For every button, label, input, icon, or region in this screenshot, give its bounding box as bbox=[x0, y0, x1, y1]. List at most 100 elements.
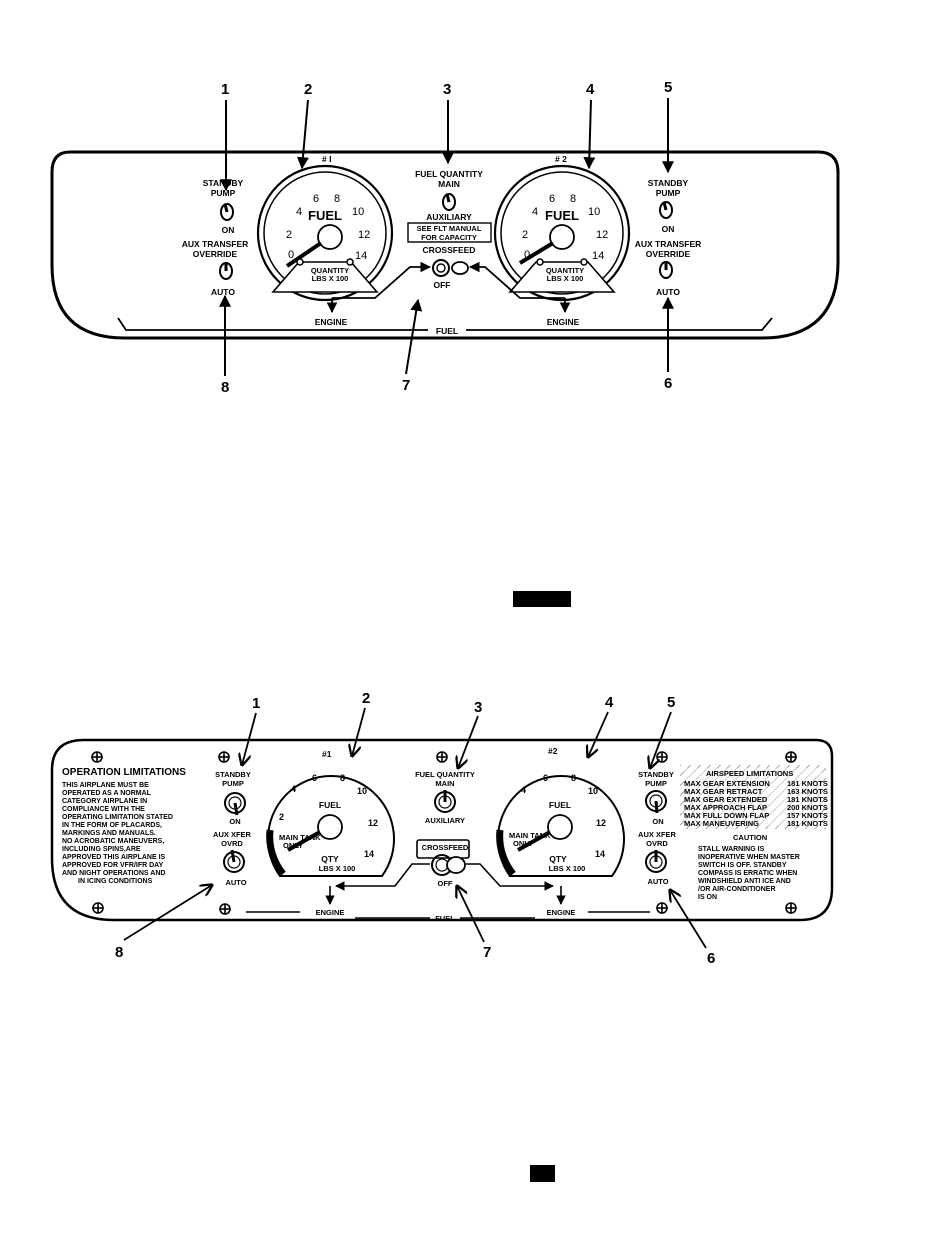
operation-limitations-body: THIS AIRPLANE MUST BE OPERATED AS A NORM… bbox=[62, 782, 173, 885]
svg-text:INOPERATIVE WHEN MASTER: INOPERATIVE WHEN MASTER bbox=[698, 854, 800, 861]
bottom-crossfeed-switch[interactable] bbox=[431, 854, 466, 876]
top-left-tick-6: 6 bbox=[313, 193, 319, 205]
top-callout-3: 3 bbox=[443, 81, 451, 98]
bottom-main-label: MAIN bbox=[435, 779, 454, 788]
top-right-gauge-unit-1: QUANTITY bbox=[546, 266, 584, 275]
top-left-aux-transfer-switch[interactable] bbox=[219, 262, 233, 280]
svg-text:CATEGORY AIRPLANE IN: CATEGORY AIRPLANE IN bbox=[62, 798, 147, 805]
top-right-standby-on: ON bbox=[662, 224, 675, 234]
bottom-left-tick-8: 8 bbox=[340, 773, 345, 783]
top-left-tick-14: 14 bbox=[355, 250, 367, 262]
bottom-left-unit: LBS X 100 bbox=[319, 864, 356, 873]
top-left-gauge-number: # I bbox=[322, 154, 331, 164]
top-left-standby-label-1: STANDBY bbox=[203, 178, 244, 188]
bottom-left-tick-10: 10 bbox=[357, 786, 367, 796]
bottom-right-fuel-gauge: #2 FUEL MAIN TANK ONLY QTY LBS X 100 4 6… bbox=[496, 746, 625, 877]
bottom-right-qty: QTY bbox=[549, 854, 567, 864]
top-fuel-quantity-switch[interactable] bbox=[442, 193, 456, 211]
svg-text:MAX APPROACH FLAP: MAX APPROACH FLAP bbox=[684, 803, 767, 812]
bottom-callout-2: 2 bbox=[362, 690, 370, 707]
svg-text:200 KNOTS: 200 KNOTS bbox=[787, 803, 828, 812]
bottom-callout-4: 4 bbox=[605, 694, 614, 711]
bottom-left-tick-14: 14 bbox=[364, 849, 374, 859]
operation-limitations-title: OPERATION LIMITATIONS bbox=[62, 767, 186, 778]
bottom-left-standby-pump-switch[interactable] bbox=[224, 792, 246, 816]
airspeed-limitations-placard: AIRSPEED LIMITATIONS MAX GEAR EXTENSION … bbox=[680, 765, 828, 829]
bottom-left-tick-6: 6 bbox=[312, 773, 317, 783]
top-crossfeed-off: OFF bbox=[434, 280, 451, 290]
bottom-left-main-tank-2: ONLY bbox=[283, 841, 303, 850]
bottom-fuel-quantity-label: FUEL QUANTITY bbox=[415, 770, 475, 779]
bottom-left-standby-on: ON bbox=[229, 817, 240, 826]
bottom-left-tick-12: 12 bbox=[368, 818, 378, 828]
bottom-panel: 1 2 3 4 5 6 7 8 OPERATION LIMITATIONS TH… bbox=[50, 690, 834, 967]
top-panel-outline bbox=[50, 150, 840, 340]
bottom-left-gauge-number: #1 bbox=[322, 749, 332, 759]
top-callout-6: 6 bbox=[664, 375, 672, 392]
bottom-engine-right: ENGINE bbox=[547, 908, 576, 917]
bottom-callout-7: 7 bbox=[483, 944, 491, 961]
top-fuel-quantity-label: FUEL QUANTITY bbox=[415, 169, 483, 179]
svg-text:MAX GEAR EXTENSION: MAX GEAR EXTENSION bbox=[684, 779, 770, 788]
caution-title: CAUTION bbox=[733, 833, 767, 842]
svg-text:WINDSHIELD ANTI ICE AND: WINDSHIELD ANTI ICE AND bbox=[698, 878, 791, 885]
svg-text:NO ACROBATIC MANEUVERS,: NO ACROBATIC MANEUVERS, bbox=[62, 838, 164, 845]
top-callout-7: 7 bbox=[402, 377, 410, 394]
bottom-right-aux-label-2: OVRD bbox=[646, 839, 668, 848]
bottom-left-main-tank-1: MAIN TANK bbox=[279, 833, 321, 842]
bottom-left-tick-2: 2 bbox=[279, 812, 284, 822]
svg-text:APPROVED FOR VFR/IFR DAY: APPROVED FOR VFR/IFR DAY bbox=[62, 862, 164, 869]
bottom-right-standby-pump-switch[interactable] bbox=[645, 790, 667, 814]
svg-text:157 KNOTS: 157 KNOTS bbox=[787, 811, 828, 820]
top-right-standby-pump-switch[interactable] bbox=[659, 201, 673, 219]
top-left-tick-8: 8 bbox=[334, 193, 340, 205]
svg-text:MAX FULL DOWN FLAP: MAX FULL DOWN FLAP bbox=[684, 811, 769, 820]
top-crossfeed-label: CROSSFEED bbox=[423, 245, 476, 255]
bottom-left-aux-label-2: OVRD bbox=[221, 839, 243, 848]
bottom-left-aux-label-1: AUX XFER bbox=[213, 830, 252, 839]
top-right-gauge-word: FUEL bbox=[545, 208, 579, 223]
top-left-aux-label-1: AUX TRANSFER bbox=[182, 239, 249, 249]
top-left-gauge-unit-2: LBS X 100 bbox=[312, 274, 349, 283]
bottom-callout-5: 5 bbox=[667, 694, 675, 711]
bottom-left-standby-label-1: STANDBY bbox=[215, 770, 251, 779]
top-right-standby-label-2: PUMP bbox=[656, 188, 681, 198]
top-left-tick-0: 0 bbox=[288, 249, 294, 261]
top-crossfeed-switch[interactable] bbox=[432, 259, 469, 277]
bottom-panel-outline bbox=[50, 738, 834, 922]
bottom-right-tick-12: 12 bbox=[596, 818, 606, 828]
top-right-tick-6: 6 bbox=[549, 193, 555, 205]
bottom-left-aux-xfer-switch[interactable] bbox=[223, 849, 245, 873]
top-right-standby-label-1: STANDBY bbox=[648, 178, 689, 188]
top-left-gauge-unit-1: QUANTITY bbox=[311, 266, 349, 275]
bottom-left-aux-auto: AUTO bbox=[225, 878, 246, 887]
top-engine-right: ENGINE bbox=[547, 317, 580, 327]
svg-text:181 KNOTS: 181 KNOTS bbox=[787, 819, 828, 828]
top-left-tick-12: 12 bbox=[358, 229, 370, 241]
svg-text:THIS AIRPLANE MUST BE: THIS AIRPLANE MUST BE bbox=[62, 782, 149, 789]
svg-text:INCLUDING SPINS,ARE: INCLUDING SPINS,ARE bbox=[62, 846, 141, 853]
top-left-aux-label-2: OVERRIDE bbox=[193, 249, 238, 259]
top-right-tick-4: 4 bbox=[532, 206, 538, 218]
top-callout-4: 4 bbox=[586, 81, 595, 98]
bottom-fuel-quantity-switch[interactable] bbox=[434, 790, 456, 813]
top-right-aux-transfer-switch[interactable] bbox=[659, 261, 673, 279]
top-left-standby-on: ON bbox=[222, 225, 235, 235]
bottom-callout-3: 3 bbox=[474, 699, 482, 716]
top-fuel-bar-label: FUEL bbox=[436, 326, 458, 336]
svg-text:OPERATED AS A NORMAL: OPERATED AS A NORMAL bbox=[62, 790, 152, 797]
bottom-right-aux-auto: AUTO bbox=[647, 877, 668, 886]
top-left-aux-auto: AUTO bbox=[211, 287, 235, 297]
svg-text:MAX GEAR RETRACT: MAX GEAR RETRACT bbox=[684, 787, 763, 796]
top-right-fuel-gauge: # 2 FUEL QUANTITY LBS X 100 0 2 4 6 8 10… bbox=[493, 154, 631, 302]
bottom-right-tick-14: 14 bbox=[595, 849, 605, 859]
bottom-right-main-tank-2: ONLY bbox=[513, 839, 533, 848]
top-left-standby-pump-switch[interactable] bbox=[220, 203, 234, 221]
page-marker-bar-top bbox=[513, 591, 571, 607]
top-right-tick-14: 14 bbox=[592, 250, 604, 262]
top-right-gauge-unit-2: LBS X 100 bbox=[547, 274, 584, 283]
top-right-tick-10: 10 bbox=[588, 206, 600, 218]
bottom-right-aux-xfer-switch[interactable] bbox=[645, 850, 667, 873]
top-right-aux-label-1: AUX TRANSFER bbox=[635, 239, 702, 249]
top-callout-5: 5 bbox=[664, 79, 672, 96]
